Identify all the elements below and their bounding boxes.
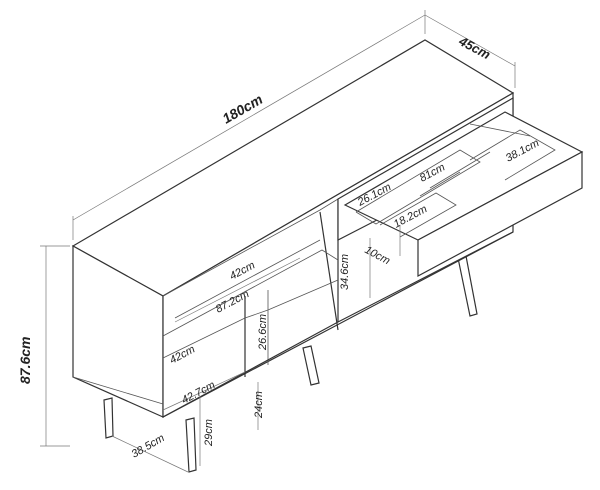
height-label: 87.6cm	[17, 337, 33, 384]
compartment-height-label: 34.6cm	[339, 254, 351, 290]
clearance-label: 24cm	[253, 391, 265, 419]
front-leg-right	[185, 417, 197, 473]
back-leg-right	[457, 255, 478, 317]
depth-label: 45cm	[456, 33, 494, 63]
upper-shelf-height-label: 26.6cm	[257, 314, 269, 351]
back-leg-middle	[302, 345, 320, 386]
dimension-lines	[40, 10, 516, 473]
leg-spread-label: 38.5cm	[130, 432, 167, 460]
front-leg-left	[103, 397, 114, 439]
drawer	[343, 111, 584, 278]
leg-height-label: 29cm	[203, 419, 215, 447]
drawer-front	[417, 150, 583, 278]
